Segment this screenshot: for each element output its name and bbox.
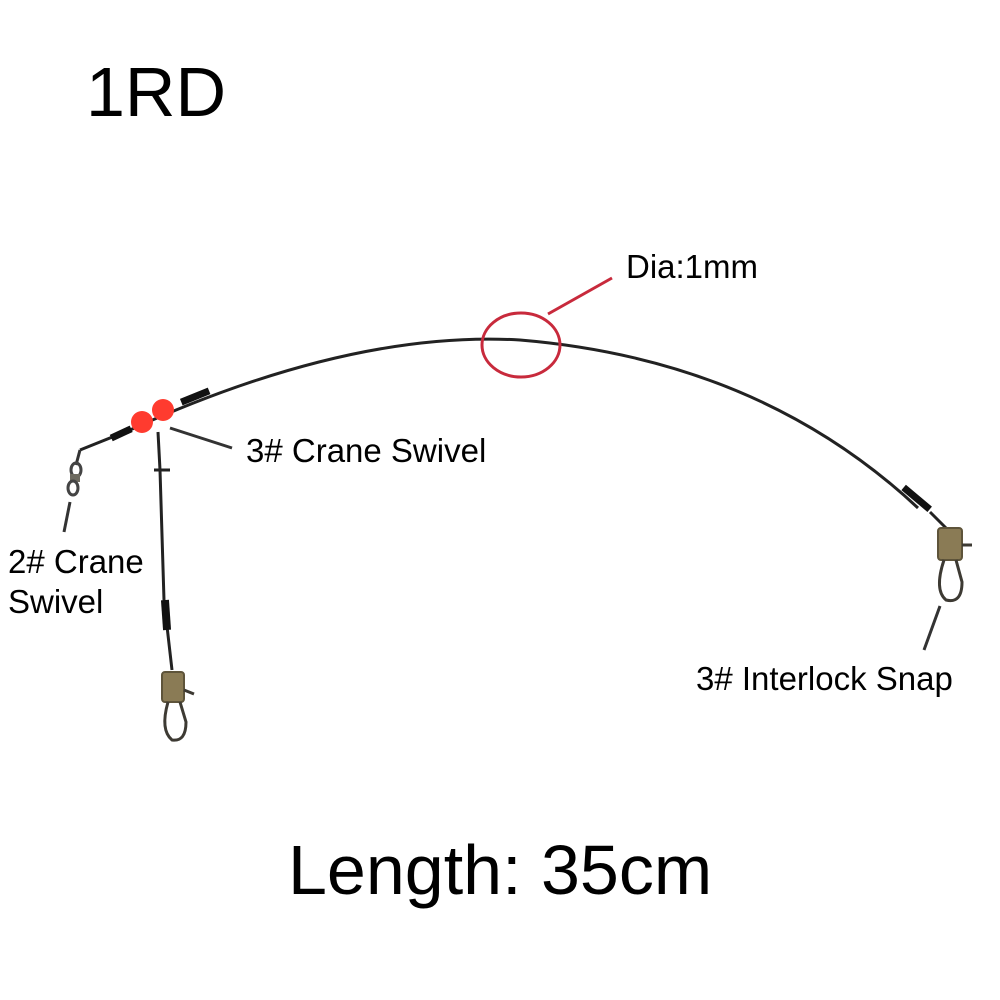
crimp-sleeve-left — [179, 387, 211, 406]
main-leader-wire — [79, 337, 920, 510]
crane-swivel-2-label: 2# Crane Swivel — [8, 543, 144, 620]
diameter-callout-circle — [480, 311, 562, 379]
dropper-crimp-sleeve — [160, 599, 172, 631]
red-bead-left — [131, 411, 153, 433]
model-title: 1RD — [86, 53, 227, 131]
crane-swivel-3-label: 3# Crane Swivel — [246, 432, 487, 469]
crane-swivel-2 — [66, 449, 83, 497]
crane-swivel-2-pointer — [62, 501, 72, 533]
red-bead-right — [152, 399, 174, 421]
interlock-snap-right — [928, 510, 972, 603]
crane-swivel-3-pointer — [169, 426, 233, 450]
diameter-callout-pointer — [547, 276, 613, 316]
dropper-wire — [156, 431, 174, 671]
diameter-label: Dia:1mm — [626, 248, 759, 285]
interlock-snap-pointer — [922, 605, 942, 651]
crimp-sleeve-swivel — [109, 425, 133, 442]
interlock-snap-dropper — [161, 671, 195, 742]
length-label: Length: 35cm — [288, 831, 713, 909]
interlock-snap-label: 3# Interlock Snap — [696, 660, 953, 697]
crimp-sleeve-right — [901, 484, 932, 512]
